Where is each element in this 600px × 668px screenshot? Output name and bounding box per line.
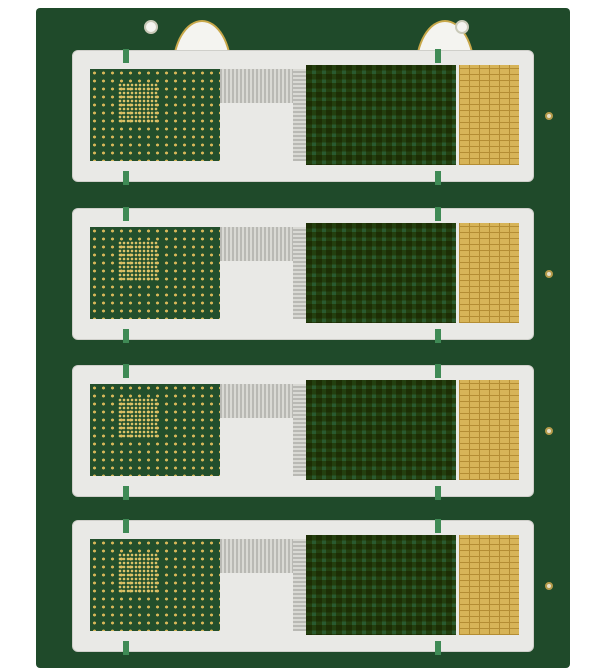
breakaway-tab [435, 519, 441, 533]
gold-connector [459, 223, 519, 323]
tooling-hole [144, 20, 158, 34]
main-board-section [306, 535, 456, 635]
tooling-hole [455, 20, 469, 34]
breakaway-tab [123, 519, 129, 533]
sub-board-section [90, 539, 220, 631]
sub-board-section [90, 227, 220, 319]
main-board-section [306, 380, 456, 480]
fiducial-mark [545, 427, 553, 435]
breakaway-tab [123, 207, 129, 221]
breakaway-tab [435, 486, 441, 500]
main-board-section [306, 65, 456, 165]
sub-board-section [90, 384, 220, 476]
fiducial-mark [545, 582, 553, 590]
breakaway-tab [435, 364, 441, 378]
flex-cable [293, 69, 306, 161]
breakaway-tab [123, 171, 129, 185]
flex-cable [293, 227, 306, 319]
breakaway-tab [123, 329, 129, 343]
breakaway-tab [435, 207, 441, 221]
flex-cable [220, 69, 306, 103]
gold-connector [459, 380, 519, 480]
main-board-section [306, 223, 456, 323]
gold-connector [459, 535, 519, 635]
pcb-panel [72, 207, 534, 343]
flex-cable [293, 539, 306, 631]
fiducial-mark [545, 112, 553, 120]
gold-connector [459, 65, 519, 165]
breakaway-tab [435, 329, 441, 343]
fiducial-mark [545, 270, 553, 278]
breakaway-tab [123, 49, 129, 63]
breakaway-tab [123, 486, 129, 500]
breakaway-tab [435, 641, 441, 655]
breakaway-tab [435, 49, 441, 63]
breakaway-tab [123, 364, 129, 378]
pcb-panel [72, 364, 534, 500]
flex-cable [293, 384, 306, 476]
breakaway-tab [435, 171, 441, 185]
flex-cable [220, 384, 306, 418]
breakaway-tab [123, 641, 129, 655]
pcb-panel [72, 49, 534, 185]
flex-cable [220, 539, 306, 573]
sub-board-section [90, 69, 220, 161]
flex-cable [220, 227, 306, 261]
pcb-panel [72, 519, 534, 655]
